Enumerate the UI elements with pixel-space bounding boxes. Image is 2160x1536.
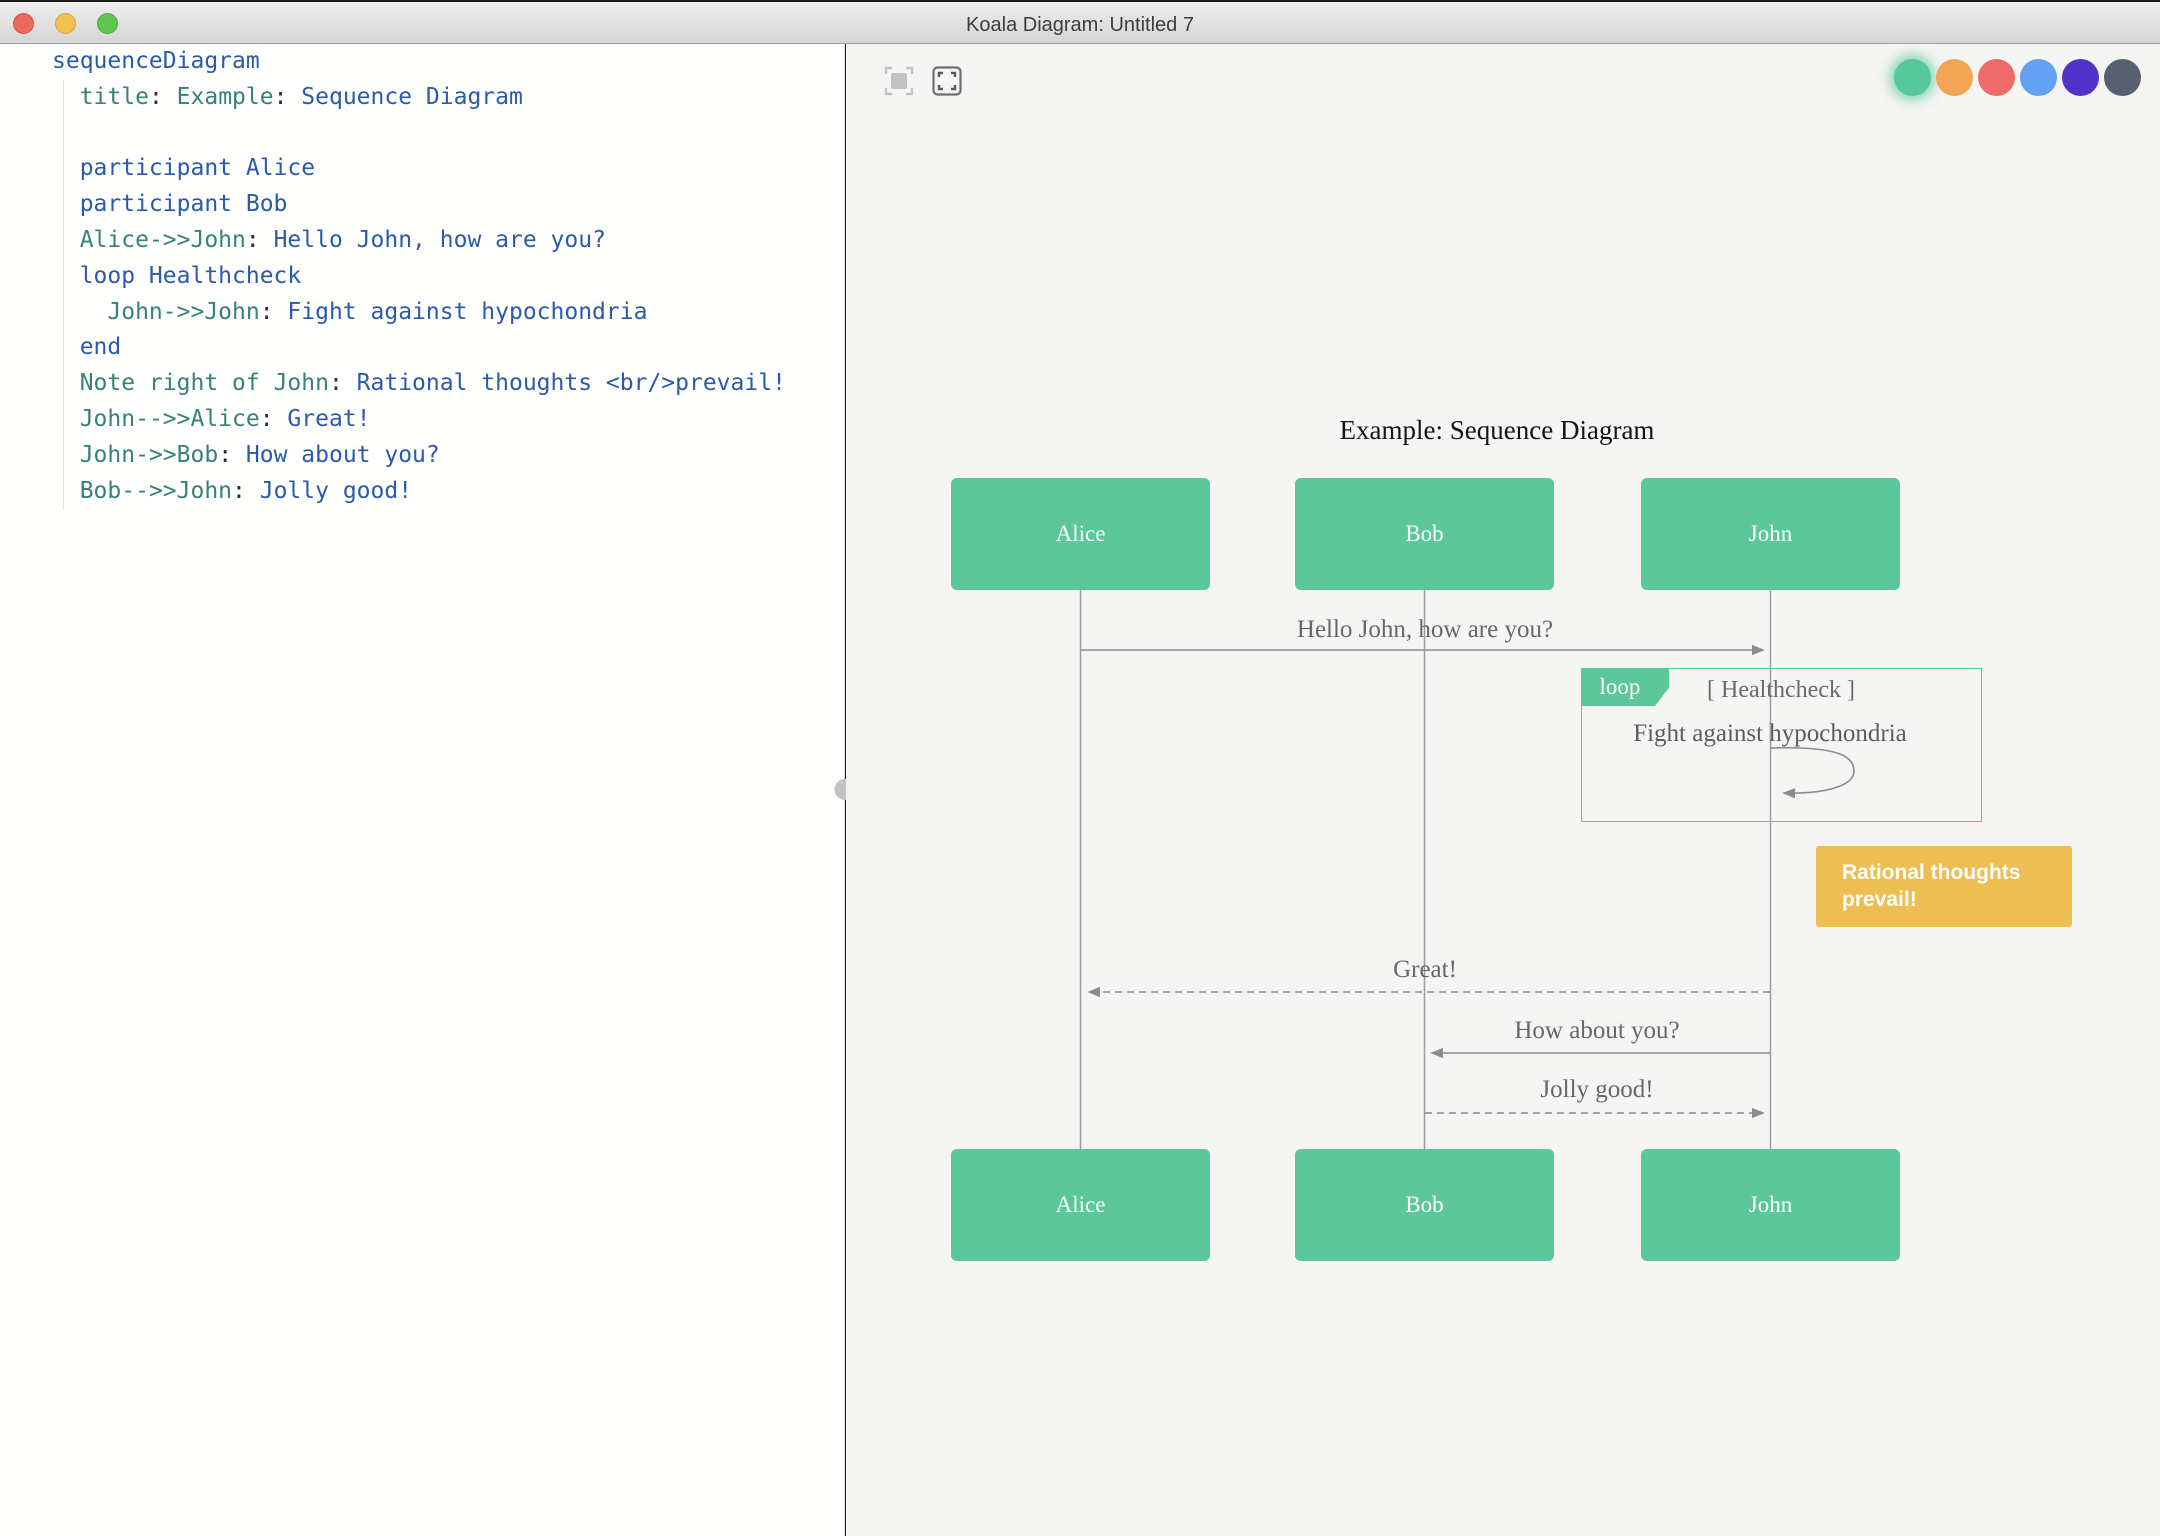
participant-label: Bob [1405,1192,1444,1217]
participant-label: John [1748,521,1793,546]
code-line[interactable]: John-->>Alice: Great! [52,402,844,438]
close-button[interactable] [13,13,34,34]
message-label-great: Great! [1393,956,1457,983]
participant-box-alice-top: Alice [951,478,1210,590]
code-token [52,84,80,110]
code-token: end [52,334,122,361]
window-title: Koala Diagram: Untitled 7 [966,14,1194,36]
code-token: Great! [287,405,371,432]
code-line[interactable]: sequenceDiagram [52,44,844,80]
code-token: : [148,83,177,110]
indent-guide [63,80,64,510]
traffic-lights [13,13,118,34]
fullscreen-icon[interactable] [932,66,962,96]
code-token: participant Bob [52,191,288,218]
code-token: title [79,83,149,110]
code-token: : [259,298,288,325]
note-line: Rational thoughts [1842,861,2021,884]
code-line[interactable]: end [52,330,844,366]
code-token: Sequence Diagram [301,83,523,110]
participant-box-bob-bottom: Bob [1295,1149,1554,1261]
code-line[interactable]: John->>Bob: How about you? [52,438,844,474]
code-token [52,227,80,253]
code-token: loop Healthcheck [52,262,302,289]
code-token: Hello John, how are you? [273,226,606,253]
participant-label: Alice [1055,521,1106,546]
code-line[interactable]: title: Example: Sequence Diagram [52,80,844,116]
code-token: Note right of John [79,370,329,397]
diagram-canvas[interactable]: Example: Sequence Diagram Alice Bob John… [846,44,2160,1536]
note-box: Rational thoughts prevail! [1816,846,2072,927]
code-line[interactable]: Bob-->>John: Jolly good! [52,474,844,510]
message-label-self: Fight against hypochondria [1633,720,1907,747]
note-line: prevail! [1842,888,1917,911]
code-token: : [245,226,274,253]
code-token [52,478,80,504]
participant-box-bob-top: Bob [1295,478,1554,590]
code-line[interactable]: Note right of John: Rational thoughts <b… [52,366,844,402]
code-token: Bob-->>John [79,477,233,504]
code-line[interactable]: John->>John: Fight against hypochondria [52,295,844,331]
code-token: Jolly good! [259,477,413,504]
code-token: Alice->>John [79,226,246,253]
participant-label: John [1748,1192,1793,1217]
message-arrow-self-loop [1769,746,1855,799]
code-token: John->>Bob [79,441,219,468]
theme-purple-dot[interactable] [2062,59,2099,96]
theme-color-dots [1894,59,2141,96]
theme-red-dot[interactable] [1978,59,2015,96]
code-token: John-->>Alice [79,405,260,432]
code-line[interactable]: participant Alice [52,151,844,187]
participant-label: Bob [1405,521,1444,546]
zoom-button[interactable] [97,13,118,34]
participant-box-john-top: John [1641,478,1900,590]
code-token [52,406,80,432]
fit-to-content-icon[interactable] [884,66,914,96]
diagram-title: Example: Sequence Diagram [1339,415,1655,445]
code-token: How about you? [245,441,440,468]
participant-box-alice-bottom: Alice [951,1149,1210,1261]
message-label-jolly: Jolly good! [1540,1076,1654,1103]
code-line[interactable]: participant Bob [52,187,844,223]
code-token: : [328,370,357,397]
code-line[interactable]: loop Healthcheck [52,259,844,295]
code-token [52,299,107,325]
loop-condition: [ Healthcheck ] [1707,677,1855,703]
code-token: : [259,405,288,432]
theme-blue-dot[interactable] [2020,59,2057,96]
code-token: : [273,83,302,110]
code-token [52,370,80,396]
code-token: participant Alice [52,155,316,182]
theme-orange-dot[interactable] [1936,59,1973,96]
code-token: Fight against hypochondria [287,298,648,325]
code-token [52,442,80,468]
theme-slate-dot[interactable] [2104,59,2141,96]
code-token: : [232,477,260,504]
titlebar[interactable]: Koala Diagram: Untitled 7 [0,0,2160,44]
participant-label: Alice [1055,1192,1106,1217]
code-editor[interactable]: sequenceDiagram title: Example: Sequence… [0,44,845,1536]
code-token: : [218,441,246,468]
code-line[interactable]: Alice->>John: Hello John, how are you? [52,223,844,259]
diagram-lines [1079,590,1855,1149]
minimize-button[interactable] [55,13,76,34]
theme-green-dot[interactable] [1894,59,1931,96]
code-token: Rational thoughts <br/>prevail! [356,370,786,397]
message-label-hello: Hello John, how are you? [1296,616,1554,643]
loop-label: loop [1581,668,1669,706]
code-token: Example [176,83,274,110]
loop-frame [1581,668,1982,822]
code-token: John->>John [107,298,260,325]
code-line[interactable] [52,116,844,152]
participant-box-john-bottom: John [1641,1149,1900,1261]
message-label-how: How about you? [1514,1017,1680,1044]
code-token: sequenceDiagram [52,48,260,74]
